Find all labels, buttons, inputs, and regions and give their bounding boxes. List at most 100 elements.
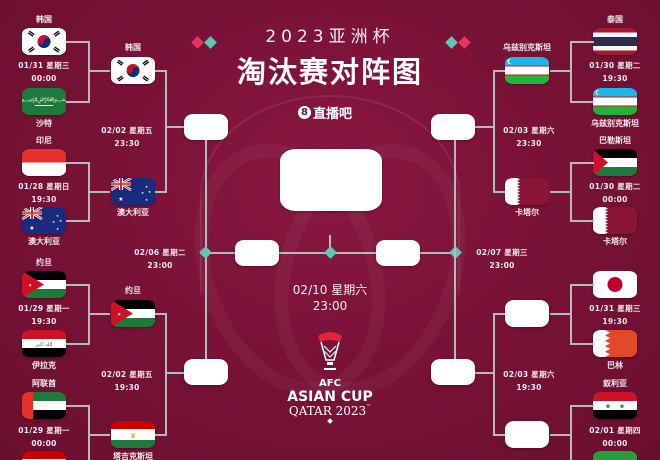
date-text: 02/10 星期六 bbox=[292, 283, 368, 297]
bracket-line bbox=[475, 372, 495, 374]
match-date: 02/03 星期六 19:30 bbox=[494, 368, 564, 394]
flag-syria: ★★ bbox=[593, 392, 637, 419]
bracket-line bbox=[550, 191, 572, 193]
sf-slot-left-top bbox=[184, 114, 228, 140]
main-title: 淘汰赛对阵图 bbox=[236, 55, 423, 89]
bracket-line bbox=[550, 434, 572, 436]
flag-iran bbox=[593, 451, 637, 460]
bracket-line bbox=[570, 41, 594, 43]
time-text: 23:00 bbox=[147, 261, 173, 270]
logo-qatar-2023: QATAR 2023™ bbox=[270, 404, 390, 418]
time-text: 19:30 bbox=[602, 317, 628, 326]
svg-text:★: ★ bbox=[52, 220, 55, 224]
team-label: 约旦 bbox=[125, 286, 141, 295]
date-text: 01/28 星期日 bbox=[18, 182, 70, 191]
time-text: 19:30 bbox=[31, 195, 57, 204]
bracket-line bbox=[570, 101, 594, 103]
date-text: 02/01 星期四 bbox=[589, 426, 641, 435]
svg-text:★: ★ bbox=[605, 403, 611, 411]
sf-slot-left-bottom bbox=[184, 359, 228, 385]
date-text: 01/30 星期二 bbox=[589, 182, 641, 191]
time-text: 00:00 bbox=[31, 439, 57, 448]
final-left-slot bbox=[235, 240, 279, 266]
year-title: 2023亚洲杯 bbox=[265, 27, 395, 47]
time-text: 23:00 bbox=[312, 299, 348, 313]
bracket-line bbox=[493, 70, 495, 193]
time-text: 19:30 bbox=[31, 317, 57, 326]
brand-icon: 8 bbox=[298, 106, 311, 119]
svg-text:﷽: ﷽ bbox=[22, 96, 66, 104]
team-label: 叙利亚 bbox=[603, 379, 627, 388]
flag-uzbekistan bbox=[505, 57, 549, 84]
match-date: 02/01 星期四 00:00 bbox=[585, 424, 645, 450]
match-date: 02/06 星期二 23:00 bbox=[120, 246, 200, 272]
bracket-line bbox=[493, 434, 505, 436]
bracket-line bbox=[454, 140, 456, 359]
final-date: 02/10 星期六 23:00 bbox=[270, 282, 390, 314]
bracket-line bbox=[165, 313, 167, 436]
flag-jordan: ✶ bbox=[111, 300, 155, 327]
svg-text:★: ★ bbox=[29, 225, 34, 232]
date-text: 02/03 星期六 bbox=[503, 370, 555, 379]
bracket-line bbox=[493, 191, 505, 193]
svg-text:♛: ♛ bbox=[130, 432, 136, 440]
match-date: 01/31 星期三 00:00 bbox=[14, 59, 74, 85]
match-date: 02/02 星期五 23:30 bbox=[92, 124, 162, 150]
bracket-line bbox=[88, 70, 110, 72]
bracket-line bbox=[88, 313, 110, 315]
bracket-line bbox=[66, 284, 90, 286]
date-text: 01/30 星期二 bbox=[589, 61, 641, 70]
flag-jordan: ✶ bbox=[22, 271, 66, 298]
team-label: 印尼 bbox=[36, 136, 52, 145]
flag-qatar bbox=[593, 207, 637, 234]
date-text: 01/29 星期一 bbox=[18, 426, 70, 435]
team-label: 韩国 bbox=[36, 15, 52, 24]
flag-uzbekistan bbox=[593, 88, 637, 115]
date-text: 02/07 星期三 bbox=[476, 248, 528, 257]
flag-indonesia bbox=[22, 149, 66, 176]
team-label: 澳大利亚 bbox=[28, 237, 60, 246]
flag-korea bbox=[22, 28, 66, 55]
bracket-line bbox=[165, 372, 185, 374]
date-text: 02/02 星期五 bbox=[101, 370, 153, 379]
team-label: 卡塔尔 bbox=[515, 208, 539, 217]
bracket-line bbox=[493, 313, 495, 436]
svg-text:★: ★ bbox=[56, 227, 59, 231]
team-label: 阿联酋 bbox=[32, 379, 56, 388]
team-label: 沙特 bbox=[36, 119, 52, 128]
time-text: 19:30 bbox=[602, 74, 628, 83]
flag-uae bbox=[22, 392, 66, 419]
match-date: 01/28 星期日 19:30 bbox=[14, 180, 74, 206]
time-text: 00:00 bbox=[602, 195, 628, 204]
bracket-line bbox=[570, 162, 594, 164]
trademark: ™ bbox=[366, 404, 372, 410]
team-label: 乌兹别克斯坦 bbox=[591, 119, 639, 128]
brand-name: 直播吧 bbox=[313, 107, 353, 122]
team-label: 约旦 bbox=[36, 258, 52, 267]
bracket-line bbox=[550, 313, 572, 315]
match-date: 01/29 星期一 00:00 bbox=[14, 424, 74, 450]
svg-text:★: ★ bbox=[141, 191, 144, 195]
bracket-line bbox=[66, 343, 90, 345]
svg-text:★: ★ bbox=[145, 198, 148, 202]
bracket-line bbox=[88, 434, 110, 436]
svg-text:★: ★ bbox=[56, 214, 59, 218]
time-text: 23:00 bbox=[489, 261, 515, 270]
svg-text:✶: ✶ bbox=[28, 283, 32, 289]
team-label: 乌兹别克斯坦 bbox=[503, 43, 551, 52]
bracket-line bbox=[155, 191, 167, 193]
match-date: 02/03 星期六 23:30 bbox=[494, 124, 564, 150]
team-label: 巴林 bbox=[607, 361, 623, 370]
match-date: 01/30 星期二 00:00 bbox=[585, 180, 645, 206]
date-text: 01/31 星期三 bbox=[18, 61, 70, 70]
bracket-line bbox=[155, 434, 167, 436]
bracket-line bbox=[155, 70, 167, 72]
bracket-line bbox=[165, 70, 167, 193]
flag-australia: ★★★★★ bbox=[22, 207, 66, 234]
bracket-line bbox=[475, 126, 495, 128]
bg-arc bbox=[200, 95, 460, 295]
flag-australia: ★★★★★ bbox=[111, 178, 155, 205]
sf-slot-right-bottom bbox=[431, 359, 475, 385]
team-label: 巴勒斯坦 bbox=[599, 136, 631, 145]
time-text: 23:30 bbox=[516, 139, 542, 148]
